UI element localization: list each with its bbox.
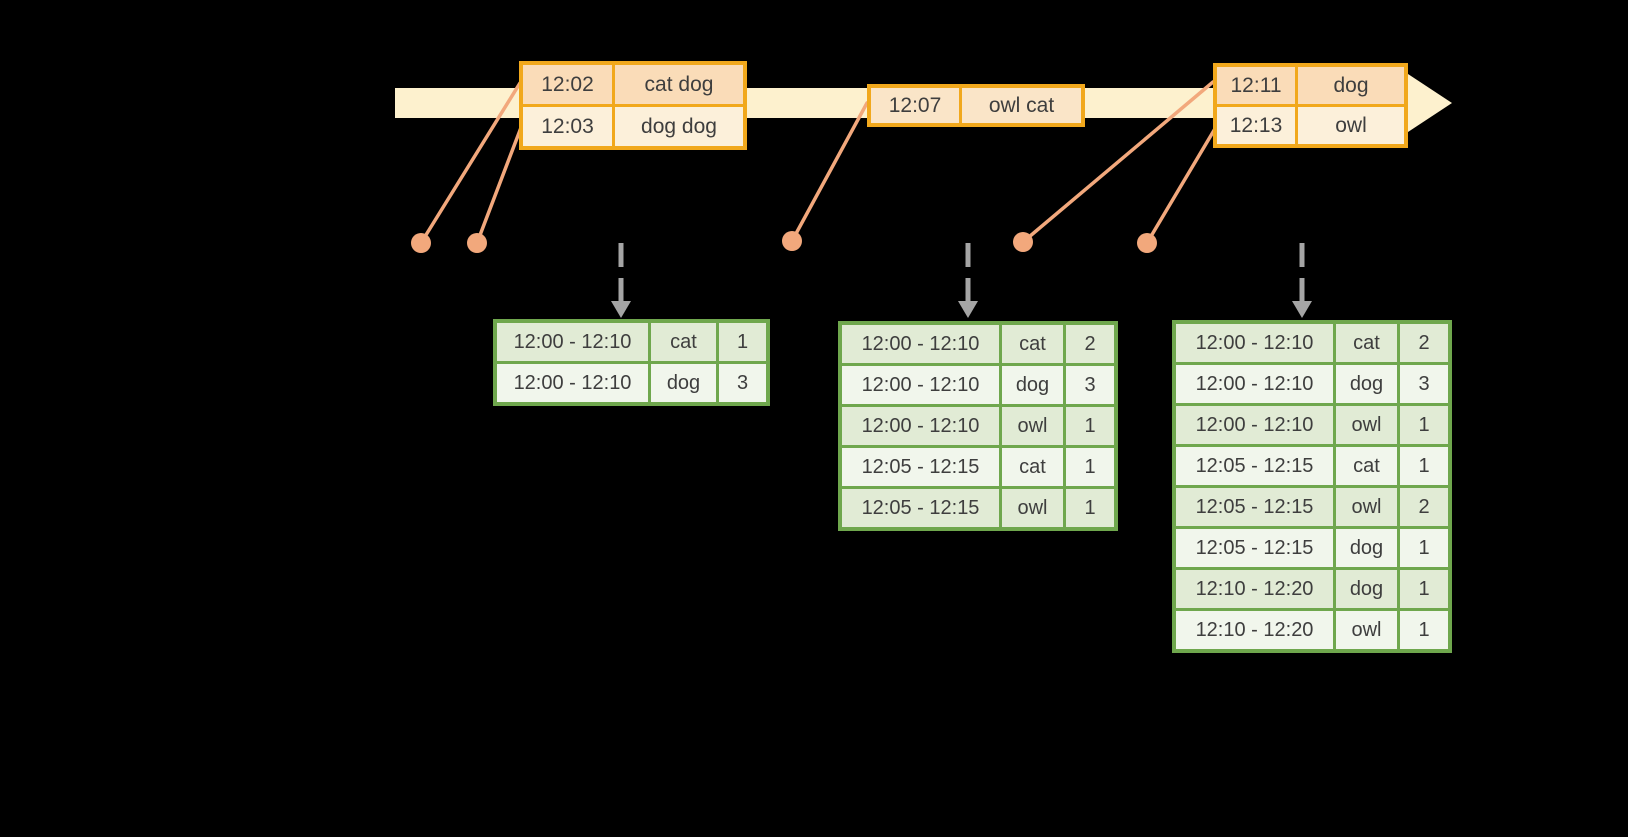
value-cell: cat — [648, 319, 719, 364]
count-cell: 3 — [1063, 363, 1118, 407]
trigger-arrowhead-icon — [611, 301, 631, 318]
event-dot-icon — [411, 233, 431, 253]
time-cell: 12:00 - 12:10 — [838, 404, 1002, 448]
time-cell: 12:02 — [519, 61, 615, 107]
value-cell: owl — [1295, 104, 1408, 148]
value-cell: dog — [1333, 526, 1400, 570]
trigger-arrowhead-icon — [1292, 301, 1312, 318]
value-cell: cat — [999, 445, 1066, 489]
count-cell: 2 — [1063, 321, 1118, 366]
count-cell: 3 — [716, 361, 770, 406]
event-dot-icon — [467, 233, 487, 253]
value-cell: dog — [1333, 567, 1400, 611]
time-cell: 12:00 - 12:10 — [838, 363, 1002, 407]
value-cell: dog — [1333, 362, 1400, 406]
time-cell: 12:13 — [1213, 104, 1298, 148]
event-dot-icon — [782, 231, 802, 251]
time-cell: 12:00 - 12:10 — [838, 321, 1002, 366]
value-cell: owl — [1333, 403, 1400, 447]
count-cell: 1 — [1397, 608, 1452, 653]
event-connector-line — [1145, 125, 1218, 245]
value-cell: owl — [999, 486, 1066, 531]
trigger-arrowhead-icon — [958, 301, 978, 318]
event-connector-line — [419, 81, 522, 245]
value-cell: owl — [1333, 608, 1400, 653]
value-cell: owl — [999, 404, 1066, 448]
value-cell: cat — [999, 321, 1066, 366]
value-cell: cat — [1333, 444, 1400, 488]
count-cell: 1 — [1397, 526, 1452, 570]
event-dot-icon — [1137, 233, 1157, 253]
time-cell: 12:05 - 12:15 — [838, 445, 1002, 489]
count-cell: 1 — [1397, 444, 1452, 488]
time-cell: 12:00 - 12:10 — [1172, 320, 1336, 365]
count-cell: 1 — [1397, 403, 1452, 447]
time-cell: 12:05 - 12:15 — [1172, 444, 1336, 488]
value-cell: dog — [648, 361, 719, 406]
timeline-arrow-icon — [1408, 74, 1452, 132]
time-cell: 12:10 - 12:20 — [1172, 567, 1336, 611]
time-cell: 12:00 - 12:10 — [493, 319, 651, 364]
value-cell: dog — [1295, 63, 1408, 107]
value-cell: owl — [1333, 485, 1400, 529]
time-cell: 12:10 - 12:20 — [1172, 608, 1336, 653]
time-cell: 12:07 — [867, 84, 962, 127]
count-cell: 1 — [1063, 404, 1118, 448]
count-cell: 2 — [1397, 320, 1452, 365]
value-cell: cat dog — [612, 61, 747, 107]
event-dot-icon — [1013, 232, 1033, 252]
time-cell: 12:05 - 12:15 — [1172, 485, 1336, 529]
value-cell: dog dog — [612, 104, 747, 150]
time-cell: 12:00 - 12:10 — [493, 361, 651, 406]
count-cell: 1 — [716, 319, 770, 364]
count-cell: 3 — [1397, 362, 1452, 406]
value-cell: dog — [999, 363, 1066, 407]
count-cell: 1 — [1063, 486, 1118, 531]
time-cell: 12:05 - 12:15 — [838, 486, 1002, 531]
event-connector-line — [790, 101, 869, 243]
count-cell: 1 — [1063, 445, 1118, 489]
time-cell: 12:00 - 12:10 — [1172, 403, 1336, 447]
count-cell: 1 — [1397, 567, 1452, 611]
time-cell: 12:00 - 12:10 — [1172, 362, 1336, 406]
value-cell: cat — [1333, 320, 1400, 365]
time-cell: 12:11 — [1213, 63, 1298, 107]
count-cell: 2 — [1397, 485, 1452, 529]
event-connector-line — [475, 123, 524, 245]
time-cell: 12:03 — [519, 104, 615, 150]
value-cell: owl cat — [959, 84, 1085, 127]
time-cell: 12:05 - 12:15 — [1172, 526, 1336, 570]
